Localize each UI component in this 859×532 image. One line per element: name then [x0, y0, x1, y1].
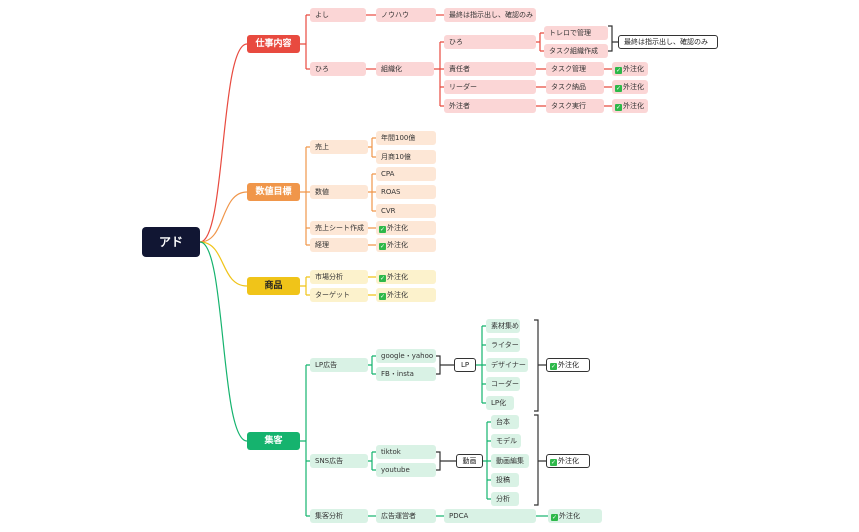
- node-pdca[interactable]: PDCA: [444, 509, 536, 523]
- node-roas[interactable]: ROAS: [376, 185, 436, 199]
- node-lp-ads[interactable]: LP広告: [310, 358, 368, 372]
- node-leader[interactable]: リーダー: [444, 80, 536, 94]
- outsource-label: 外注化: [387, 241, 408, 249]
- node-target[interactable]: ターゲット: [310, 288, 368, 302]
- bracket-note[interactable]: 最終は指示出し、確認のみ: [618, 35, 718, 49]
- lp-item[interactable]: LP化: [486, 396, 514, 410]
- outsource-node[interactable]: ✓外注化: [376, 288, 436, 302]
- node-lp[interactable]: LP: [454, 358, 476, 372]
- node-google[interactable]: google・yahoo: [376, 349, 436, 363]
- video-item[interactable]: 分析: [491, 492, 519, 506]
- node-analysis[interactable]: 集客分析: [310, 509, 368, 523]
- outsource-label: 外注化: [558, 457, 579, 465]
- lp-item[interactable]: ライター: [486, 338, 520, 352]
- check-mark-icon: ✓: [550, 363, 557, 370]
- outsource-node[interactable]: ✓外注化: [376, 238, 436, 252]
- outsource-box[interactable]: ✓外注化: [546, 454, 590, 468]
- node-knowhow[interactable]: ノウハウ: [376, 8, 436, 22]
- node-organize[interactable]: 組織化: [376, 62, 434, 76]
- node-task-delivery[interactable]: タスク納品: [546, 80, 604, 94]
- node-task-mgmt[interactable]: タスク管理: [546, 62, 604, 76]
- branch-attract[interactable]: 集客: [247, 432, 300, 450]
- outsource-label: 外注化: [559, 512, 580, 520]
- check-mark-icon: ✓: [615, 67, 622, 74]
- node-sales-sheet[interactable]: 売上シート作成: [310, 221, 368, 235]
- check-mark-icon: ✓: [615, 85, 622, 92]
- check-mark-icon: ✓: [379, 226, 386, 233]
- node-fb[interactable]: FB・insta: [376, 367, 436, 381]
- outsource-node[interactable]: ✓外注化: [376, 270, 436, 284]
- outsource-node[interactable]: ✓外注化: [612, 99, 648, 113]
- node-task-org[interactable]: タスク組織作成: [544, 44, 608, 58]
- node-trello[interactable]: トレロで管理: [544, 26, 608, 40]
- outsource-box[interactable]: ✓外注化: [546, 358, 590, 372]
- outsource-label: 外注化: [387, 291, 408, 299]
- node-metrics[interactable]: 数値: [310, 185, 368, 199]
- node-outsourcer[interactable]: 外注者: [444, 99, 536, 113]
- node-video[interactable]: 動画: [456, 454, 483, 468]
- outsource-node[interactable]: ✓外注化: [376, 221, 436, 235]
- lp-item[interactable]: 素材集め: [486, 319, 520, 333]
- branch-product[interactable]: 商品: [247, 277, 300, 295]
- check-mark-icon: ✓: [379, 293, 386, 300]
- outsource-node[interactable]: ✓外注化: [548, 509, 602, 523]
- branch-numbers[interactable]: 数値目標: [247, 183, 300, 201]
- node-yoshi[interactable]: よし: [310, 8, 366, 22]
- node-hiro[interactable]: ひろ: [310, 62, 366, 76]
- lp-item[interactable]: コーダー: [486, 377, 520, 391]
- check-mark-icon: ✓: [379, 275, 386, 282]
- root-node[interactable]: アド: [142, 227, 200, 257]
- check-mark-icon: ✓: [379, 243, 386, 250]
- node-accounting[interactable]: 経理: [310, 238, 368, 252]
- video-item[interactable]: 動画編集: [491, 454, 529, 468]
- outsource-label: 外注化: [623, 83, 644, 91]
- node-cpa[interactable]: CPA: [376, 167, 436, 181]
- check-mark-icon: ✓: [550, 459, 557, 466]
- node-knowhow-note[interactable]: 最終は指示出し、確認のみ: [444, 8, 536, 22]
- check-mark-icon: ✓: [551, 514, 558, 521]
- node-hiro-sub[interactable]: ひろ: [444, 35, 536, 49]
- outsource-node[interactable]: ✓外注化: [612, 62, 648, 76]
- outsource-label: 外注化: [623, 65, 644, 73]
- outsource-node[interactable]: ✓外注化: [612, 80, 648, 94]
- node-tiktok[interactable]: tiktok: [376, 445, 436, 459]
- outsource-label: 外注化: [558, 361, 579, 369]
- outsource-label: 外注化: [387, 224, 408, 232]
- video-item[interactable]: 台本: [491, 415, 519, 429]
- node-sns-ads[interactable]: SNS広告: [310, 454, 368, 468]
- outsource-label: 外注化: [623, 102, 644, 110]
- video-item[interactable]: 投稿: [491, 473, 519, 487]
- node-owner[interactable]: 責任者: [444, 62, 536, 76]
- node-annual[interactable]: 年間100億: [376, 131, 436, 145]
- node-cvr[interactable]: CVR: [376, 204, 436, 218]
- node-task-exec[interactable]: タスク実行: [546, 99, 604, 113]
- node-ad-ops[interactable]: 広告運営者: [376, 509, 436, 523]
- outsource-label: 外注化: [387, 273, 408, 281]
- node-market[interactable]: 市場分析: [310, 270, 368, 284]
- node-sales[interactable]: 売上: [310, 140, 368, 154]
- branch-work[interactable]: 仕事内容: [247, 35, 300, 53]
- node-youtube[interactable]: youtube: [376, 463, 436, 477]
- video-item[interactable]: モデル: [491, 434, 521, 448]
- node-monthly[interactable]: 月商10億: [376, 150, 436, 164]
- check-mark-icon: ✓: [615, 104, 622, 111]
- lp-item[interactable]: デザイナー: [486, 358, 528, 372]
